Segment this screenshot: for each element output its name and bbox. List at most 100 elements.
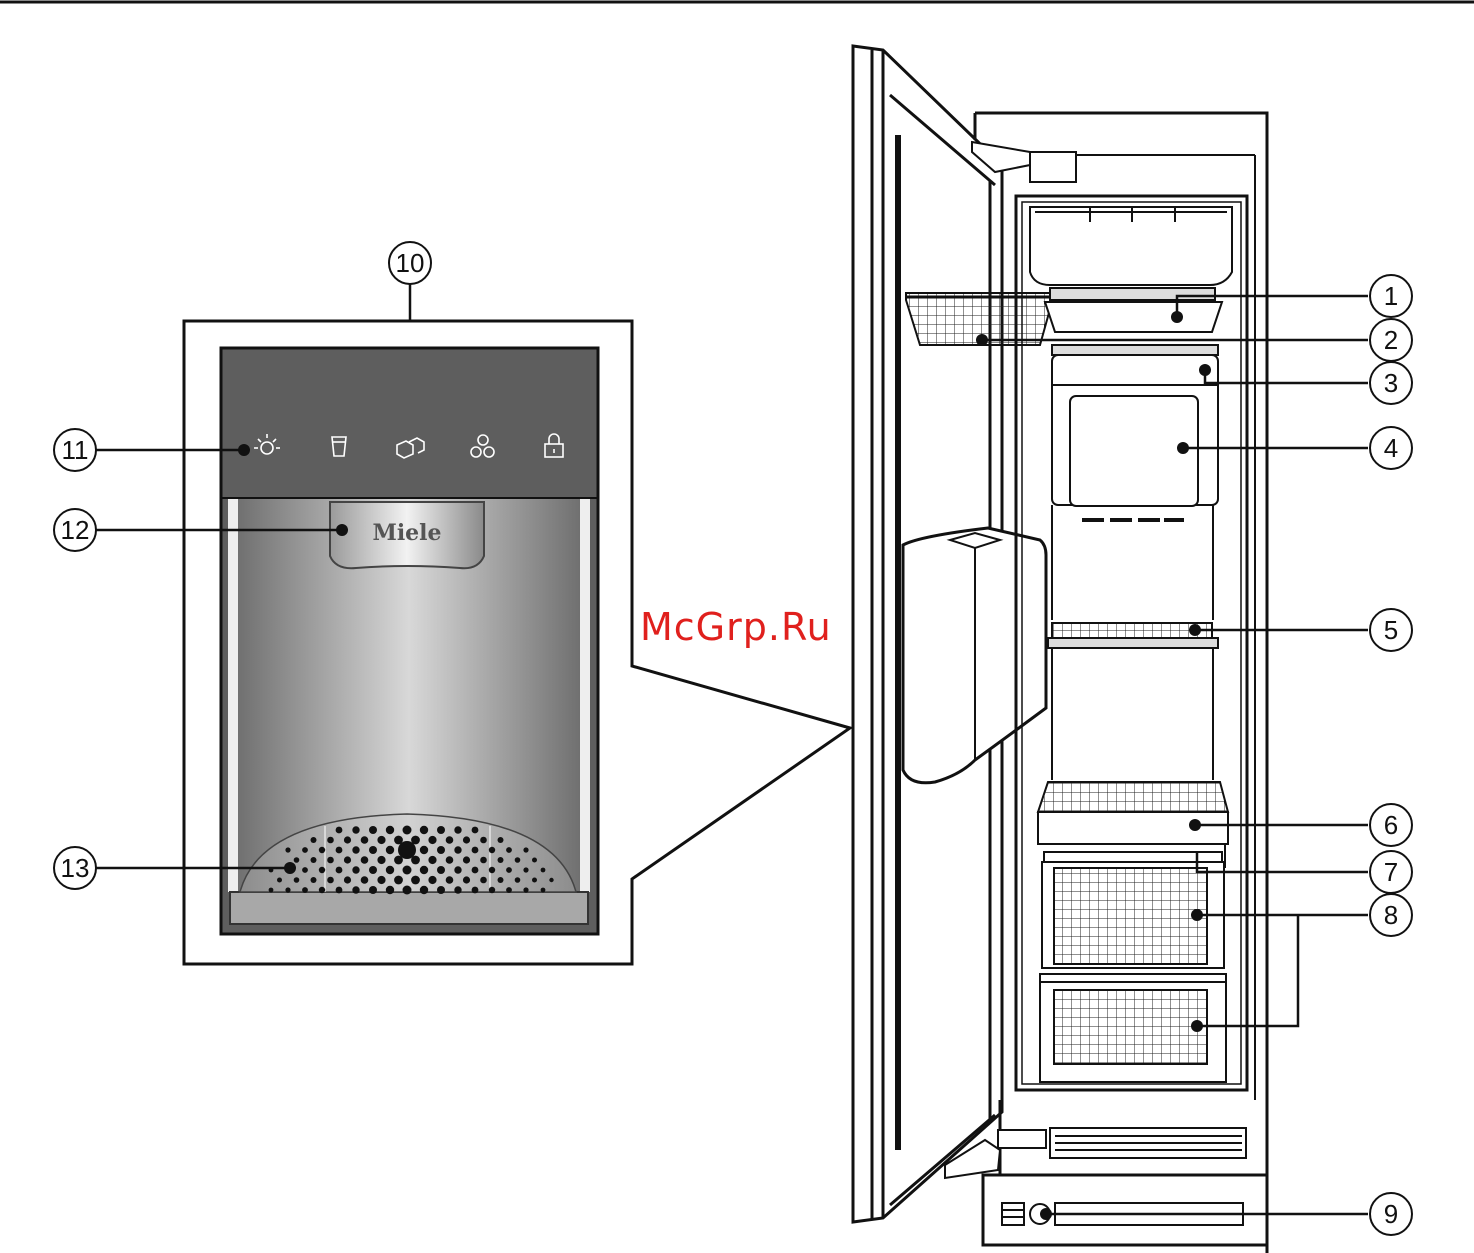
tray-hole xyxy=(302,847,308,853)
svg-text:7: 7 xyxy=(1384,857,1398,887)
ice-maker xyxy=(1030,207,1232,332)
callout-10: 10 xyxy=(389,242,431,284)
tray-hole xyxy=(420,846,428,854)
tray-hole xyxy=(480,877,487,884)
tray-hole xyxy=(327,837,334,844)
tray-hole xyxy=(454,846,461,853)
tray-hole xyxy=(498,877,504,883)
tray-hole xyxy=(327,857,334,864)
tray-hole xyxy=(437,866,445,874)
tray-hole xyxy=(437,826,445,834)
tray-hole xyxy=(446,856,454,864)
tray-hole xyxy=(515,877,521,883)
tray-hole xyxy=(386,886,394,894)
callout-1: 1 xyxy=(1370,275,1412,317)
dispenser-spout: Miele xyxy=(330,502,484,568)
tray-hole xyxy=(472,887,479,894)
tray-hole xyxy=(437,886,445,894)
leader-3 xyxy=(1205,370,1368,383)
tray-hole xyxy=(344,856,351,863)
tray-hole xyxy=(506,867,512,873)
ice-bin xyxy=(1052,345,1218,620)
callout-8: 8 xyxy=(1370,894,1412,936)
tray-hole xyxy=(336,867,343,874)
tray-hole xyxy=(344,836,351,843)
tray-hole xyxy=(285,887,290,892)
tray-hole xyxy=(420,826,428,834)
tray-hole xyxy=(411,876,420,885)
svg-text:13: 13 xyxy=(61,853,90,883)
tray-hole xyxy=(446,876,454,884)
tray-hole xyxy=(515,857,521,863)
tray-hole xyxy=(386,846,394,854)
tray-hole xyxy=(403,866,412,875)
tray-hole xyxy=(472,867,479,874)
tray-hole xyxy=(302,867,308,873)
glass-shelf xyxy=(1048,623,1218,780)
tray-hole xyxy=(319,887,325,893)
tray-hole xyxy=(294,877,300,883)
tray-hole xyxy=(454,866,461,873)
tray-hole xyxy=(463,836,470,843)
tray-hole xyxy=(377,856,385,864)
tray-hole xyxy=(352,826,359,833)
tray-hole xyxy=(369,866,377,874)
tray-hole xyxy=(336,887,343,894)
tray-hole xyxy=(394,876,403,885)
tray-hole xyxy=(319,867,325,873)
tray-hole xyxy=(403,826,412,835)
svg-text:8: 8 xyxy=(1384,900,1398,930)
tray-hole xyxy=(463,856,470,863)
tray-hole xyxy=(523,847,528,852)
callout-12: 12 xyxy=(54,509,96,551)
tray-hole xyxy=(489,887,495,893)
tray-hole xyxy=(386,826,394,834)
tray-hole xyxy=(532,878,537,883)
callout-5: 5 xyxy=(1370,609,1412,651)
tray-hole xyxy=(498,857,504,863)
svg-text:12: 12 xyxy=(61,515,90,545)
svg-text:9: 9 xyxy=(1384,1199,1398,1229)
freezer-drawers xyxy=(1040,862,1226,1082)
tray-hole xyxy=(480,857,487,864)
callout-3: 3 xyxy=(1370,362,1412,404)
tray-hole xyxy=(472,827,479,834)
tray-hole xyxy=(437,846,445,854)
tray-hole xyxy=(377,876,385,884)
tray-hole xyxy=(311,877,317,883)
tray-hole xyxy=(428,836,436,844)
callout-2: 2 xyxy=(1370,319,1412,361)
tray-hole xyxy=(506,847,512,853)
tray-hole xyxy=(489,867,495,873)
svg-text:2: 2 xyxy=(1384,325,1398,355)
tray-hole xyxy=(361,876,369,884)
tray-hole xyxy=(386,866,394,874)
tray-center-hole xyxy=(398,841,416,859)
tray-hole xyxy=(311,837,317,843)
tray-hole xyxy=(344,876,351,883)
tray-hole xyxy=(327,877,334,884)
svg-text:5: 5 xyxy=(1384,615,1398,645)
brand-logo: Miele xyxy=(372,520,441,546)
callout-11: 11 xyxy=(54,429,96,471)
svg-text:4: 4 xyxy=(1384,433,1398,463)
tray-hole xyxy=(489,847,495,853)
tray-hole xyxy=(428,856,436,864)
tray-hole xyxy=(311,857,317,863)
tray-hole xyxy=(352,866,359,873)
tray-hole xyxy=(294,857,300,863)
tray-hole xyxy=(472,847,479,854)
tray-hole xyxy=(541,868,546,873)
tray-hole xyxy=(523,867,528,872)
watermark: McGrp.Ru xyxy=(640,605,832,649)
tray-hole xyxy=(480,837,487,844)
tray-hole xyxy=(420,886,428,894)
tray-hole xyxy=(369,826,377,834)
svg-text:1: 1 xyxy=(1384,281,1398,311)
door-ice-bin xyxy=(903,528,1046,783)
tray-hole xyxy=(454,886,461,893)
callout-9: 9 xyxy=(1370,1193,1412,1235)
tray-hole xyxy=(361,856,369,864)
tray-hole xyxy=(549,878,553,882)
tray-hole xyxy=(361,836,369,844)
